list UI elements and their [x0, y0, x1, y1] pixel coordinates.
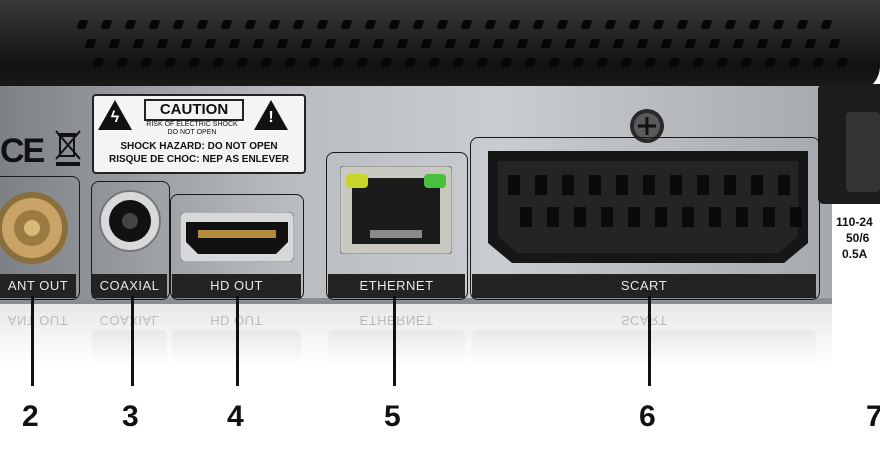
scart-pin [616, 175, 628, 195]
scart-pin [535, 175, 547, 195]
power-spec-voltage: 110-24 [836, 215, 873, 229]
ethernet-port-icon [340, 166, 452, 254]
scart-pin [682, 207, 694, 227]
scart-pin [778, 175, 790, 195]
reflection-coaxial [92, 330, 167, 366]
callout-3: 3 [122, 400, 139, 433]
rear-panel-edge [0, 298, 832, 304]
screw-icon [630, 109, 664, 143]
leader-line-2 [31, 296, 34, 386]
scart-pin [562, 175, 574, 195]
scart-pin [601, 207, 613, 227]
scart-pin [643, 175, 655, 195]
port-label-hd-out: HD OUT [172, 274, 301, 298]
scart-pin [655, 207, 667, 227]
reflected-label-coaxial: COAXIAL [99, 313, 160, 328]
callout-2: 2 [22, 400, 39, 433]
port-label-ethernet: ETHERNET [328, 274, 465, 298]
electric-shock-warning-icon [98, 100, 132, 130]
power-spec-frequency: 50/6 [846, 231, 870, 245]
port-label-scart: SCART [472, 274, 816, 298]
callout-4: 4 [227, 400, 244, 433]
leader-line-4 [236, 296, 239, 386]
ce-mark: CE [0, 132, 45, 170]
port-label-ant-out: ANT OUT [0, 274, 76, 298]
ethernet-frame [326, 152, 468, 300]
callout-6: 6 [639, 400, 656, 433]
scart-pin [508, 175, 520, 195]
shock-hazard-fr: RISQUE DE CHOC: NEP AS ENLEVER [108, 154, 290, 165]
scart-connector-icon [488, 151, 808, 263]
scart-pin [709, 207, 721, 227]
scart-pin [697, 175, 709, 195]
caution-label: ϟ CAUTION RISK OF ELECTRIC SHOCK DO NOT … [92, 94, 306, 174]
callout-5: 5 [384, 400, 401, 433]
scart-pin [547, 207, 559, 227]
coaxial-frame [91, 181, 170, 300]
coaxial-jack-icon [99, 190, 161, 252]
reflected-label-scart: SCART [620, 313, 668, 328]
risk-line-1: RISK OF ELECTRIC SHOCK [146, 121, 238, 128]
ant-out-connector-icon [0, 192, 68, 264]
scart-pin [574, 207, 586, 227]
scart-pin [628, 207, 640, 227]
scart-pin [724, 175, 736, 195]
scart-frame [470, 137, 820, 300]
scart-pin [670, 175, 682, 195]
reflection-ethernet [328, 330, 465, 366]
port-label-coaxial: COAXIAL [92, 274, 167, 298]
risk-line-2: DO NOT OPEN [167, 129, 217, 136]
scart-pin [589, 175, 601, 195]
reflection-scart [472, 330, 816, 366]
hdmi-port-icon [180, 212, 294, 262]
leader-line-6 [648, 296, 651, 386]
reflected-label-ethernet: ETHERNET [359, 313, 434, 328]
reflected-label-ant-out: ANT OUT [7, 313, 69, 328]
leader-line-3 [131, 296, 134, 386]
weee-bin-icon [55, 130, 81, 166]
caution-heading: CAUTION [144, 99, 244, 121]
power-spec-current: 0.5A [842, 247, 868, 261]
scart-pin [751, 175, 763, 195]
ant-out-frame [0, 176, 80, 300]
leader-line-5 [393, 296, 396, 386]
scart-pin [736, 207, 748, 227]
exclamation-warning-icon [254, 100, 288, 130]
scart-pin [763, 207, 775, 227]
power-socket [846, 112, 880, 192]
shock-hazard-en: SHOCK HAZARD: DO NOT OPEN [120, 141, 278, 152]
scart-pin [520, 207, 532, 227]
callout-7: 7 [866, 400, 880, 433]
scart-pin [790, 207, 802, 227]
